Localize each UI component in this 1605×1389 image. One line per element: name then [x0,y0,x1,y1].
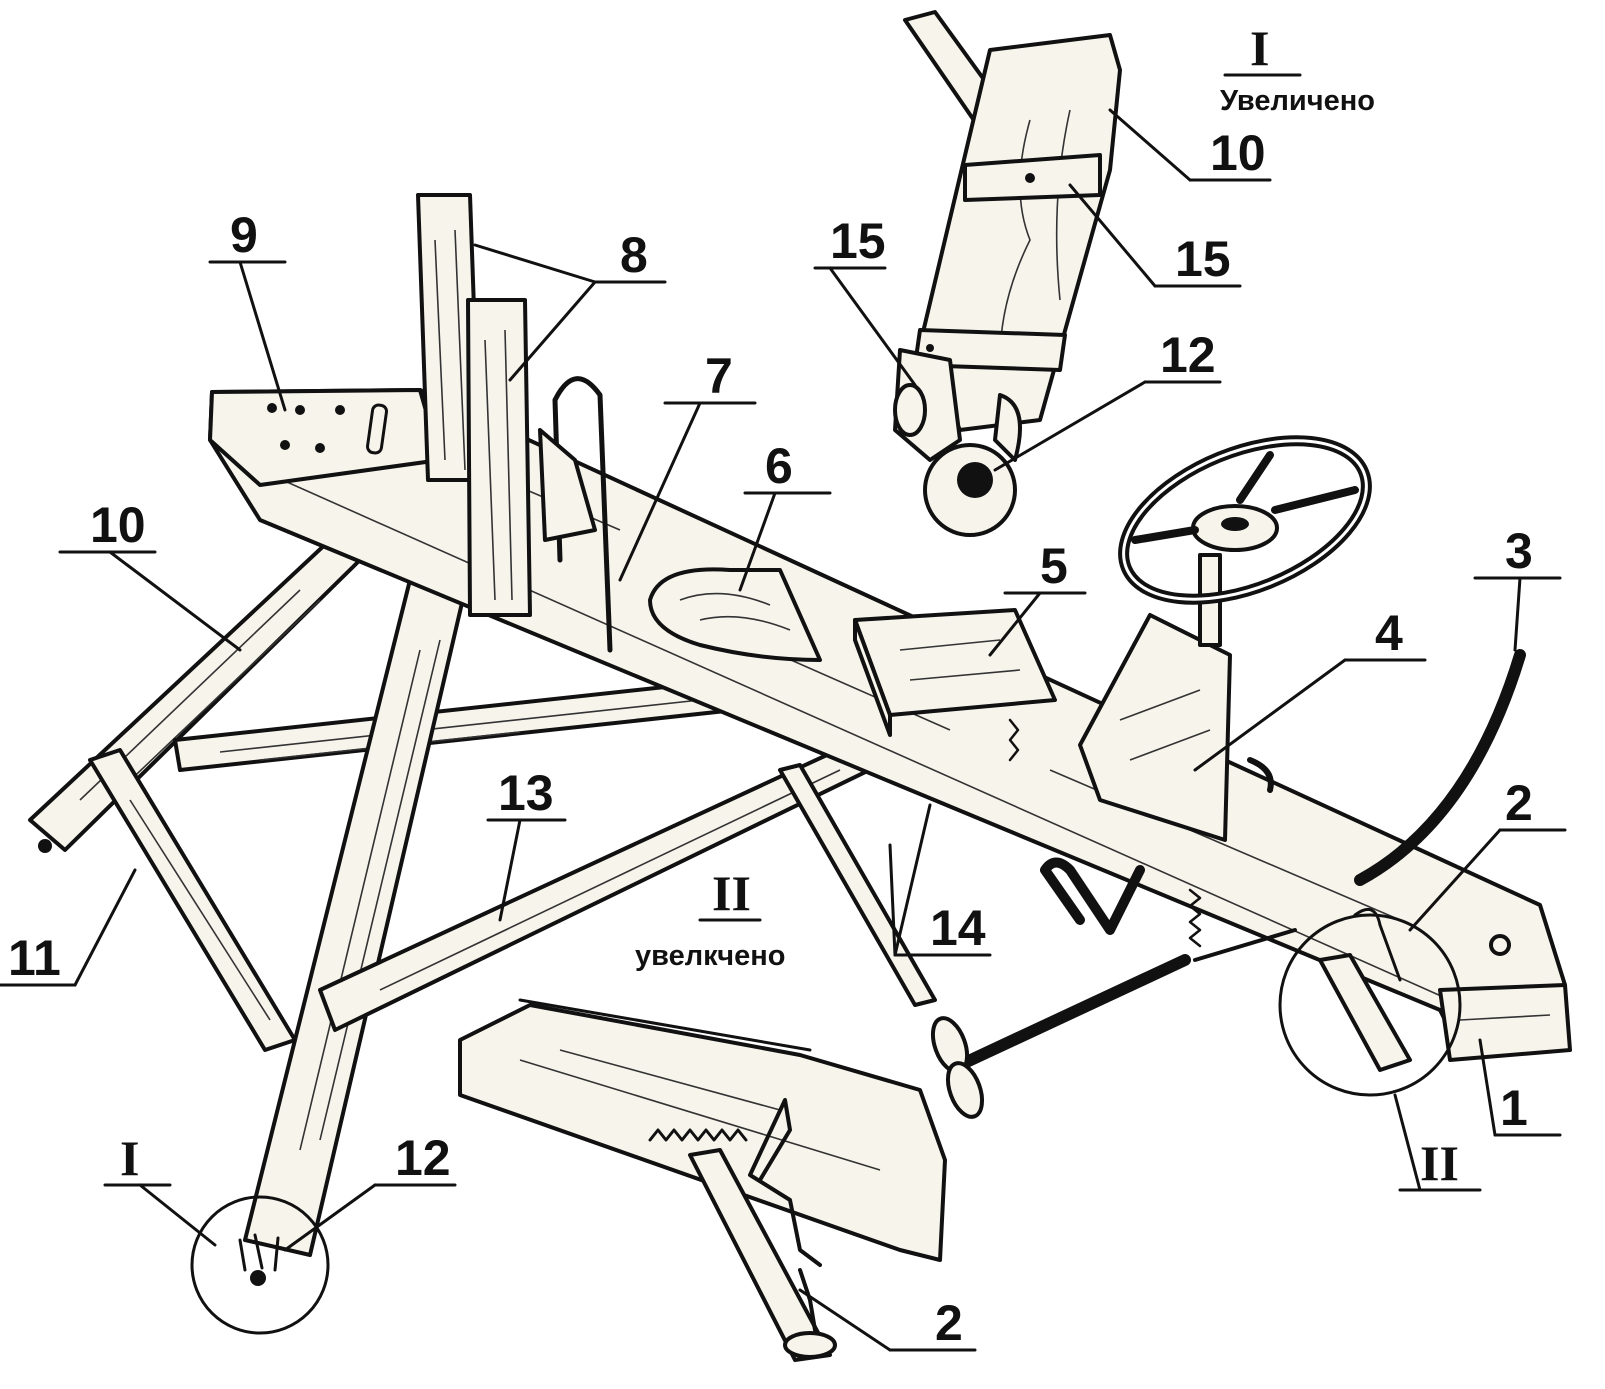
label-15-right: 15 [1175,231,1231,287]
label-11: 11 [8,930,61,986]
label-10-detail: 10 [1210,125,1266,181]
block-1 [1438,983,1572,1062]
label-15-top: 15 [830,213,886,269]
detail-II-marker: II [1420,1135,1459,1191]
label-2-right: 2 [1505,775,1533,831]
detail-II-title-roman: II [712,865,751,921]
cross-bar-back [173,678,737,772]
label-5: 5 [1040,538,1068,594]
spring [1188,888,1297,962]
detail-I-marker: I [120,1130,139,1186]
hook-lever [1040,757,1274,935]
label-2-bottom: 2 [935,1295,963,1351]
label-8: 8 [620,227,648,283]
main-frame-drawing [28,193,1572,1335]
detail-II-title-text: увелкчено [635,940,785,972]
upright-posts-8 [416,193,532,617]
steering-wheel [1118,435,1372,605]
disk-6 [648,567,822,662]
rod-3 [930,649,1526,1119]
callout-labels: 1 2 2 3 4 5 6 7 8 9 10 10 11 12 12 13 14… [8,20,1533,1351]
rear-brace-10 [28,538,362,853]
back-hoop [538,376,613,653]
label-1: 1 [1500,1080,1528,1136]
detail-II-drawing [458,998,947,1362]
label-13: 13 [498,765,554,821]
label-6: 6 [765,438,793,494]
label-7: 7 [705,348,733,404]
label-4: 4 [1375,605,1403,661]
label-12-main: 12 [395,1130,451,1186]
detail-I-title-roman: I [1250,20,1269,76]
label-3: 3 [1505,523,1533,579]
label-10-main: 10 [90,497,146,553]
label-9: 9 [230,207,258,263]
detail-II-circle [1278,907,1462,1097]
detail-I-drawing [893,10,1122,537]
detail-I-circle [190,1195,330,1335]
leader-lines [0,73,1567,1352]
label-14: 14 [930,900,986,956]
label-12-detail: 12 [1160,327,1216,383]
seat-block-9 [208,388,442,487]
detail-I-title-text: Увеличено [1220,85,1375,117]
